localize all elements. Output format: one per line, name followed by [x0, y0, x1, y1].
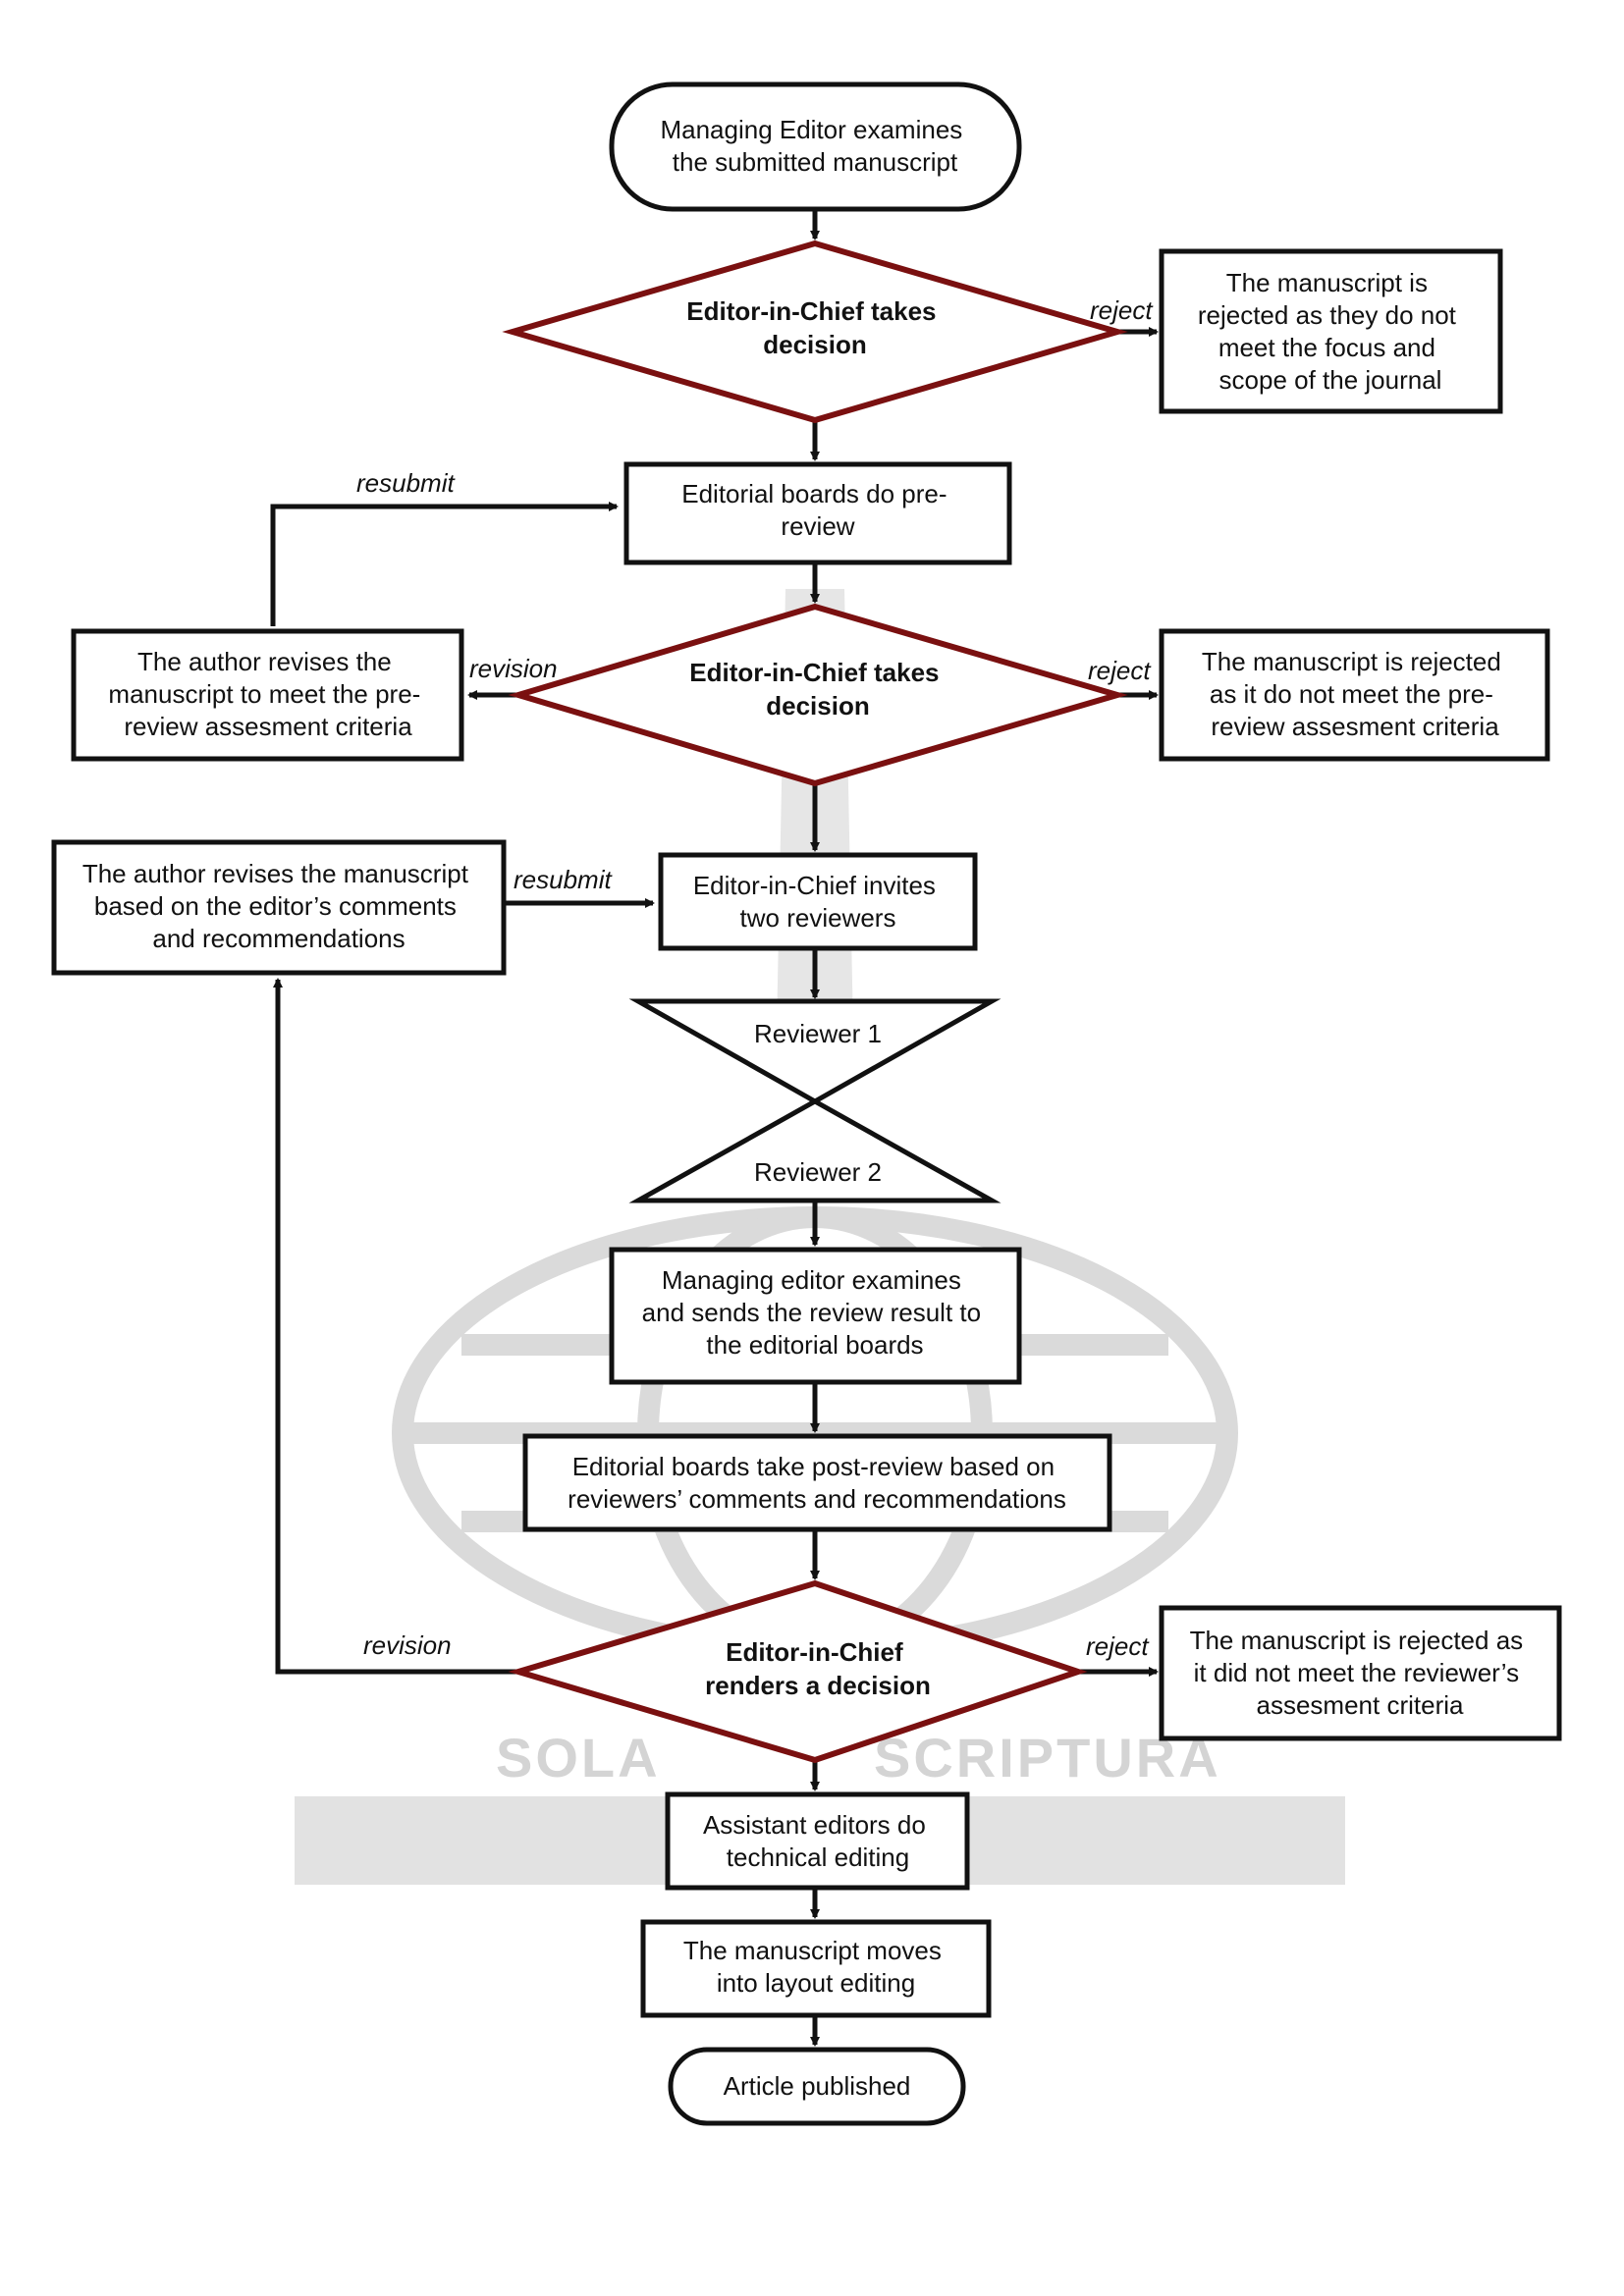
- technical-label: Assistant editors do technical editing: [703, 1810, 933, 1872]
- decision1-label: Editor-in-Chief takes decision: [686, 296, 943, 359]
- postreview-label-line: reviewers’ comments and recommendations: [568, 1484, 1066, 1514]
- decision3-label-line: renders a decision: [705, 1671, 931, 1700]
- revise1-box: [71, 628, 464, 762]
- arrow-revise1-resubmit: [270, 502, 619, 626]
- decision2-label: Editor-in-Chief takes decision: [689, 658, 946, 721]
- decision2-label-line: Editor-in-Chief takes: [689, 658, 939, 687]
- revise2-label-line: The author revises the manuscript: [82, 859, 469, 888]
- revise2-box: [51, 839, 507, 976]
- reject2-label-line: review assesment criteria: [1211, 712, 1499, 741]
- start-terminal: [609, 81, 1022, 212]
- reject3-label-line: it did not meet the reviewer’s: [1194, 1658, 1519, 1687]
- node-labels: Managing Editor examines the submitted m…: [82, 115, 1531, 2101]
- reject3-box: [1159, 1605, 1562, 1741]
- edge-label-revision1: revision: [469, 654, 558, 683]
- invite-label: Editor-in-Chief invites two reviewers: [693, 871, 943, 933]
- revise1-label-line: review assesment criteria: [124, 712, 412, 741]
- prereview-box: [623, 461, 1012, 565]
- decision1-label-line: decision: [763, 330, 866, 359]
- examine-label-line: and sends the review result to: [642, 1298, 981, 1327]
- reviewer2-triangle: [628, 1098, 1001, 1203]
- watermark-left-text: SOLA: [496, 1727, 661, 1789]
- decision3-diamond: [508, 1579, 1088, 1764]
- start-label-line: Managing Editor examines: [660, 115, 962, 144]
- layout-box: [640, 1919, 992, 2018]
- revise2-label-line: and recommendations: [152, 924, 405, 953]
- revise1-label-line: The author revises the: [137, 647, 392, 676]
- layout-label-line: The manuscript moves: [683, 1936, 942, 1965]
- revise1-label: The author revises the manuscript to mee…: [108, 647, 427, 741]
- reject2-label-line: The manuscript is rejected: [1202, 647, 1501, 676]
- prereview-label-line: Editorial boards do pre-: [681, 479, 947, 508]
- shapes: [51, 81, 1562, 2126]
- start-label: Managing Editor examines the submitted m…: [660, 115, 969, 177]
- reviewer1-triangle: [628, 998, 1001, 1104]
- reject2-label-line: as it do not meet the pre-: [1210, 679, 1493, 709]
- start-label-line: the submitted manuscript: [673, 147, 958, 177]
- invite-label-line: Editor-in-Chief invites: [693, 871, 936, 900]
- end-label: Article published: [724, 2071, 911, 2101]
- technical-label-line: Assistant editors do: [703, 1810, 926, 1840]
- postreview-box: [522, 1433, 1112, 1532]
- revise1-label-line: manuscript to meet the pre-: [108, 679, 420, 709]
- layout-label: The manuscript moves into layout editing: [683, 1936, 948, 1998]
- postreview-label-line: Editorial boards take post-review based …: [572, 1452, 1055, 1481]
- reject1-label-line: meet the focus and: [1218, 333, 1435, 362]
- reviewer1-label: Reviewer 1: [754, 1019, 882, 1048]
- invite-box: [658, 852, 978, 951]
- reject1-label-line: The manuscript is: [1226, 268, 1428, 297]
- edge-label-resubmit2: resubmit: [514, 865, 613, 894]
- reject1-label-line: rejected as they do not: [1198, 300, 1457, 330]
- edge-labels: reject resubmit revision reject resubmit…: [356, 295, 1154, 1661]
- prereview-label: Editorial boards do pre- review: [681, 479, 954, 541]
- edge-label-reject3: reject: [1086, 1631, 1150, 1661]
- revise2-label-line: based on the editor’s comments: [94, 891, 457, 921]
- examine-label: Managing editor examines and sends the r…: [642, 1265, 989, 1360]
- reject2-box: [1159, 628, 1550, 762]
- edge-label-reject2: reject: [1088, 656, 1152, 685]
- reviewer2-label: Reviewer 2: [754, 1157, 882, 1187]
- decision2-diamond: [508, 603, 1128, 787]
- reject3-label-line: The manuscript is rejected as: [1190, 1626, 1524, 1655]
- revise2-label: The author revises the manuscript based …: [82, 859, 475, 953]
- decision1-label-line: Editor-in-Chief takes: [686, 296, 936, 326]
- decision1-diamond: [502, 240, 1128, 424]
- decision2-label-line: decision: [766, 691, 869, 721]
- reject3-label-line: assesment criteria: [1257, 1690, 1464, 1720]
- technical-label-line: technical editing: [727, 1842, 909, 1872]
- edge-label-resubmit1: resubmit: [356, 468, 456, 498]
- decision3-label: Editor-in-Chief renders a decision: [705, 1637, 931, 1700]
- end-terminal: [668, 2047, 966, 2126]
- examine-box: [609, 1247, 1022, 1385]
- edge-label-reject1: reject: [1090, 295, 1154, 325]
- examine-label-line: the editorial boards: [706, 1330, 923, 1360]
- examine-label-line: Managing editor examines: [662, 1265, 961, 1295]
- decision3-label-line: Editor-in-Chief: [726, 1637, 903, 1667]
- layout-label-line: into layout editing: [717, 1968, 915, 1998]
- reject2-label: The manuscript is rejected as it do not …: [1202, 647, 1508, 741]
- edge-label-revision2: revision: [363, 1630, 452, 1660]
- reject1-box: [1159, 248, 1503, 414]
- technical-box: [665, 1791, 970, 1891]
- reject1-label-line: scope of the journal: [1219, 365, 1442, 395]
- reject1-label: The manuscript is rejected as they do no…: [1198, 268, 1463, 395]
- prereview-label-line: review: [781, 511, 854, 541]
- reject3-label: The manuscript is rejected as it did not…: [1190, 1626, 1531, 1720]
- postreview-label: Editorial boards take post-review based …: [568, 1452, 1066, 1514]
- arrow-decision3-revision: [273, 978, 518, 1675]
- invite-label-line: two reviewers: [740, 903, 896, 933]
